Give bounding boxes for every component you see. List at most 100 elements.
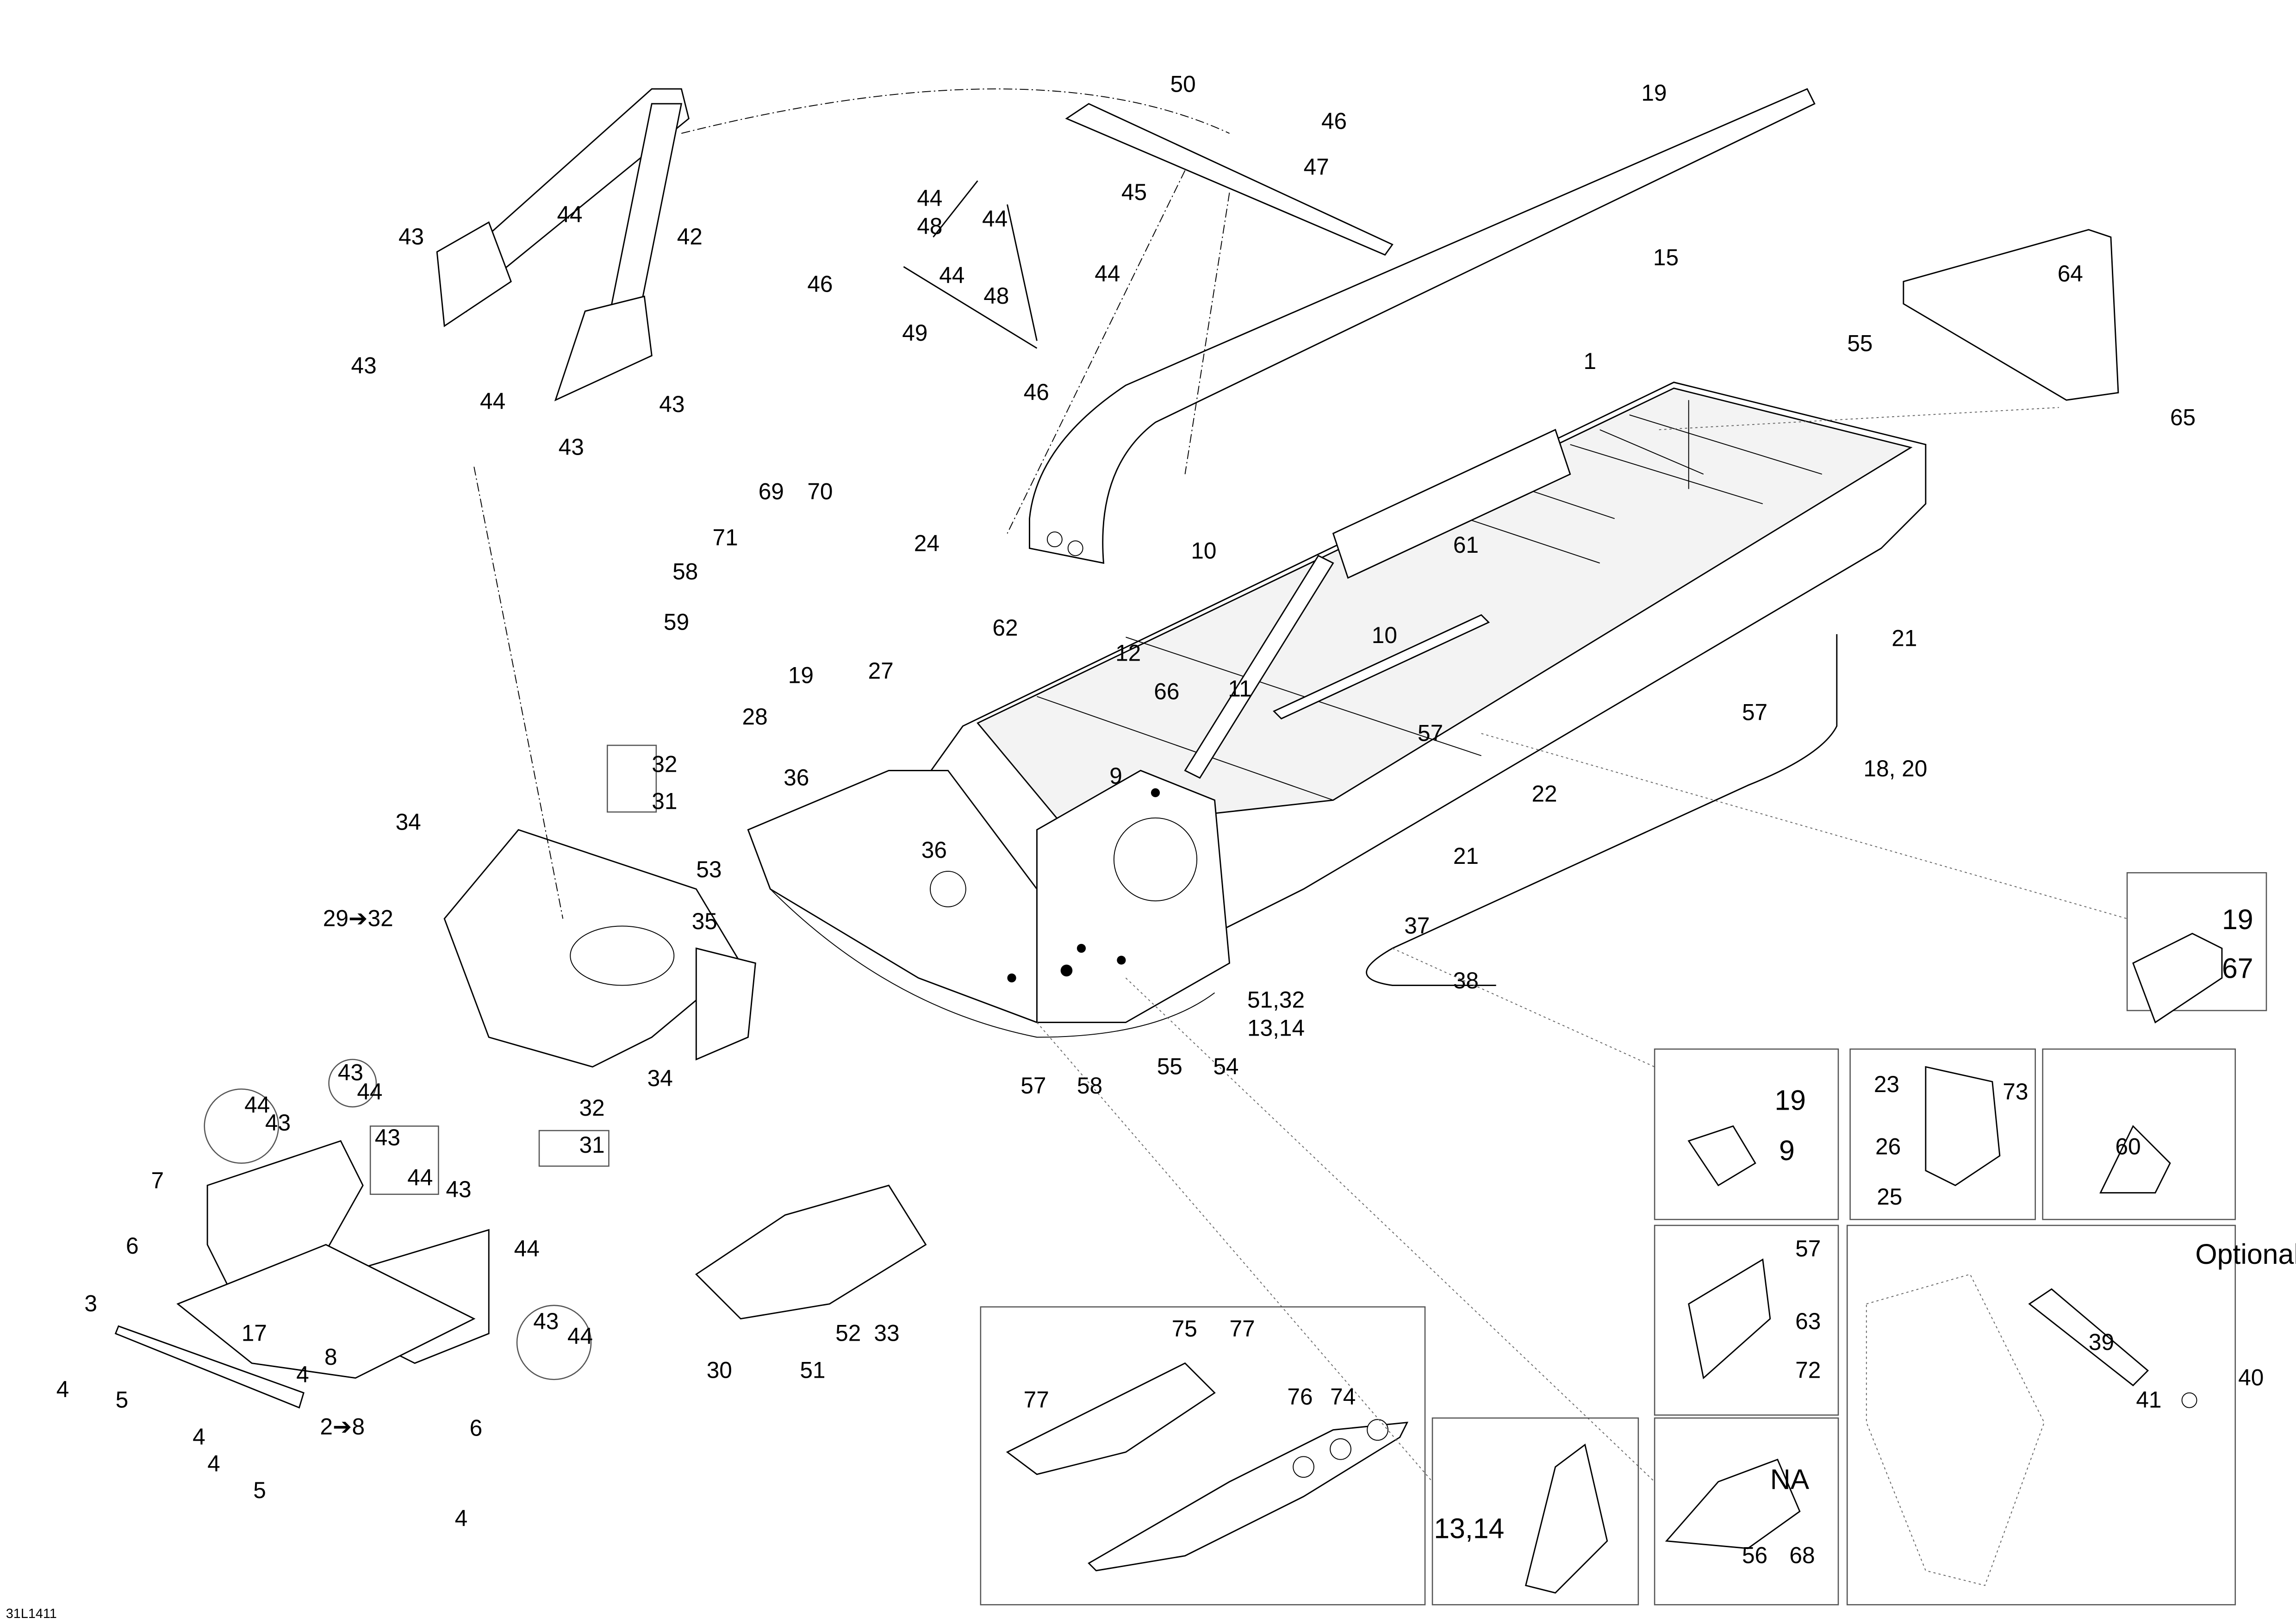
part-number-label: 43 <box>351 353 377 379</box>
part-number-label: 41 <box>2136 1387 2161 1413</box>
part-number-label: 51 <box>800 1357 825 1383</box>
callout-box-43-44 <box>369 1125 439 1195</box>
part-number-label: 33 <box>874 1320 899 1346</box>
part-number-label: 68 <box>1789 1543 1815 1568</box>
part-number-label: 13,14 <box>1247 1015 1305 1041</box>
part-number-label: 25 <box>1877 1184 1902 1210</box>
part-number-label: 32 <box>652 751 677 777</box>
part-number-label: 47 <box>1304 154 1329 180</box>
part-number-label: 57 <box>1020 1073 1046 1099</box>
part-number-label: 43 <box>446 1176 471 1202</box>
belly-pan <box>695 1184 927 1320</box>
part-number-label: 27 <box>868 658 894 684</box>
part-number-label: 59 <box>664 609 689 635</box>
part-number-label: 62 <box>992 615 1018 641</box>
part-number-label: 43 <box>338 1059 363 1085</box>
part-number-label: 50 <box>1170 71 1196 97</box>
part-number-label: 46 <box>1321 108 1347 134</box>
part-number-label: 31 <box>579 1132 604 1158</box>
callout-circle-left <box>204 1088 280 1164</box>
detail-box-75-77 <box>980 1306 1426 1605</box>
part-number-label: 63 <box>1795 1308 1821 1334</box>
detail-box-19-67 <box>2126 872 2267 1024</box>
detail-box-23-26 <box>1849 1048 2036 1220</box>
part-number-label: 70 <box>807 479 833 505</box>
part-number-label: 4 <box>207 1450 220 1476</box>
part-number-label: 56 <box>1742 1543 1767 1568</box>
part-number-label: 4 <box>296 1362 309 1387</box>
part-number-label: 4 <box>455 1505 468 1531</box>
part-number-label: 40 <box>2238 1365 2264 1391</box>
part-number-label: 57 <box>1418 720 1443 746</box>
part-number-label: 2➔8 <box>320 1413 365 1439</box>
part-number-label: 65 <box>2170 405 2196 431</box>
drawing-code: 31L1411 <box>6 1606 57 1621</box>
callout-box-32-31-top <box>606 744 657 813</box>
part-number-label: 32 <box>579 1095 604 1121</box>
part-number-label: 5 <box>253 1477 266 1503</box>
part-number-label: 8 <box>324 1344 337 1370</box>
rear-extension <box>1903 229 2119 401</box>
part-number-label: 30 <box>707 1357 732 1383</box>
part-number-label: 44 <box>917 185 942 211</box>
detail-box-60 <box>2042 1048 2236 1220</box>
part-number-label: 1 <box>1583 348 1596 374</box>
part-number-label: 77 <box>1024 1387 1049 1413</box>
part-number-label: 34 <box>647 1065 673 1091</box>
part-number-label: 58 <box>1077 1073 1102 1099</box>
part-number-label: 43 <box>533 1308 559 1334</box>
detail-box-19-9 <box>1654 1048 1839 1220</box>
part-number-label: 43 <box>265 1110 291 1136</box>
part-number-label: 72 <box>1795 1357 1821 1383</box>
side-rail <box>1366 634 1838 986</box>
part-number-label: 6 <box>470 1415 483 1441</box>
part-number-label: 10 <box>1191 538 1216 564</box>
part-number-label: 26 <box>1875 1133 1901 1159</box>
part-number-label: 42 <box>677 224 703 250</box>
detail-box-optional <box>1846 1224 2236 1605</box>
part-number-label: 44 <box>1095 261 1120 287</box>
part-number-label: 19 <box>2222 904 2253 935</box>
part-number-label: 24 <box>914 531 940 556</box>
steering-support <box>436 88 1230 401</box>
part-number-label: 44 <box>480 388 505 414</box>
part-number-label: 36 <box>921 837 947 863</box>
part-number-label: NA <box>1770 1464 1810 1495</box>
front-bumper <box>443 467 756 1068</box>
part-number-label: 23 <box>1874 1071 1899 1097</box>
part-number-label: 52 <box>835 1320 861 1346</box>
part-number-label: 57 <box>1742 700 1767 725</box>
part-number-label: 21 <box>1892 625 1917 651</box>
part-number-label: 71 <box>713 525 738 550</box>
part-number-label: 43 <box>659 391 684 417</box>
part-number-label: 57 <box>1795 1236 1821 1262</box>
part-number-label: 4 <box>193 1424 205 1450</box>
detail-box-57-63 <box>1654 1224 1839 1416</box>
part-number-label: 45 <box>1121 179 1147 205</box>
steering-column <box>903 103 1394 534</box>
part-number-label: 60 <box>2116 1133 2141 1159</box>
part-number-label: 9 <box>1109 763 1122 789</box>
part-number-label: 44 <box>939 262 964 288</box>
part-number-label: 61 <box>1453 532 1479 558</box>
part-number-label: 73 <box>2003 1079 2028 1105</box>
skid-plate <box>114 1140 490 1409</box>
part-number-label: 15 <box>1653 244 1679 270</box>
part-number-label: 44 <box>567 1323 593 1349</box>
lower-panels <box>1006 1362 1409 1572</box>
part-number-label: 29➔32 <box>323 905 393 931</box>
part-number-label: 53 <box>696 856 722 882</box>
part-number-label: 6 <box>126 1233 139 1259</box>
part-number-label: 66 <box>1154 679 1179 705</box>
part-number-label: 10 <box>1372 622 1397 648</box>
part-number-label: 9 <box>1779 1135 1795 1166</box>
part-number-label: 4 <box>56 1376 69 1402</box>
part-number-label: 28 <box>742 704 768 730</box>
part-number-label: 44 <box>982 206 1008 232</box>
part-number-label: Optional <box>2195 1238 2296 1270</box>
part-number-label: 43 <box>375 1124 400 1150</box>
part-number-label: 54 <box>1213 1054 1238 1080</box>
callout-circle-right <box>516 1305 592 1380</box>
part-number-label: 37 <box>1404 912 1430 938</box>
